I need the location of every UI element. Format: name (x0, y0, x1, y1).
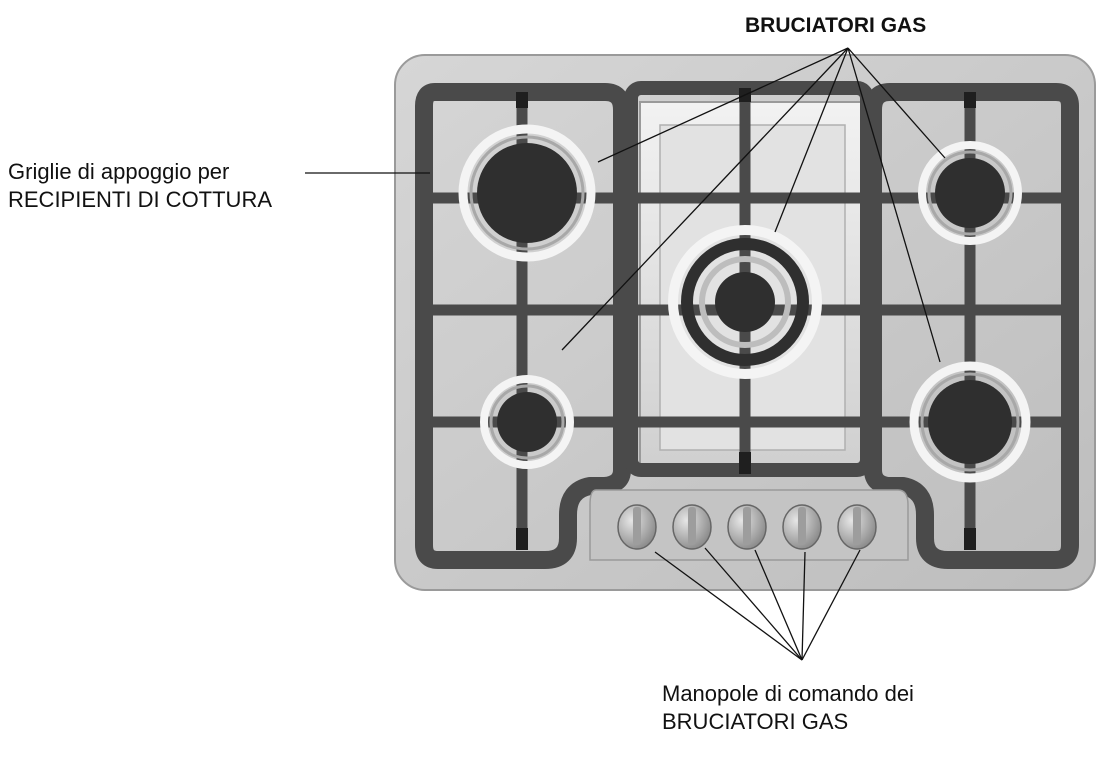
burner-rear-left (458, 124, 596, 262)
burner-front-right (909, 361, 1031, 483)
control-knob-2[interactable] (672, 504, 712, 550)
burner-rear-right (918, 141, 1022, 245)
knobs-label: Manopole di comando dei BRUCIATORI GAS (662, 680, 914, 736)
grates-label-line2: RECIPIENTI DI COTTURA (8, 187, 273, 212)
knobs-label-line1: Manopole di comando dei (662, 681, 914, 706)
leader-lines-knobs (654, 547, 861, 661)
control-knob-4[interactable] (782, 504, 822, 550)
grates-label: Griglie di appoggio per RECIPIENTI DI CO… (8, 158, 272, 214)
burners-title-label: BRUCIATORI GAS (745, 14, 927, 37)
burner-front-left (480, 375, 574, 469)
grates-label-line1: Griglie di appoggio per (8, 159, 230, 184)
control-knob-3[interactable] (727, 504, 767, 550)
control-knob-5[interactable] (837, 504, 877, 550)
knobs-label-line2: BRUCIATORI GAS (662, 709, 849, 734)
control-knob-1[interactable] (617, 504, 657, 550)
leader-lines-burners (561, 47, 946, 363)
burner-center-wok (668, 225, 822, 379)
